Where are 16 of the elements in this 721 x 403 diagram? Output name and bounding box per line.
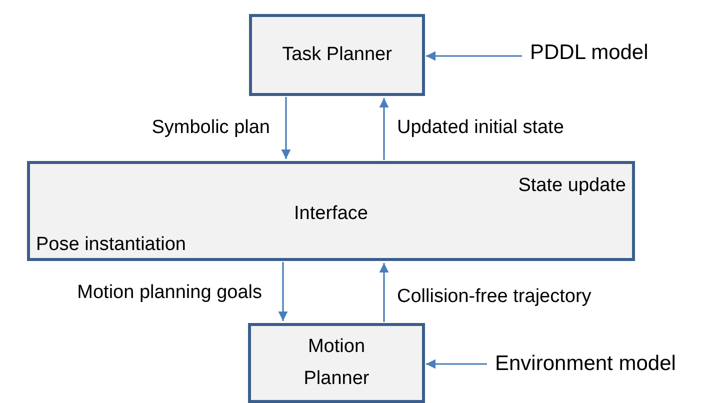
process-box: [27, 161, 635, 261]
box-title: Interface: [293, 202, 369, 226]
box-title: Motion Planner: [302, 335, 370, 391]
arrow: [278, 262, 288, 321]
box-title: Task Planner: [281, 43, 393, 67]
arrow: [281, 97, 291, 159]
arrow: [426, 359, 487, 369]
box-note: State update: [518, 174, 626, 198]
arrow: [379, 263, 389, 322]
arrow: [379, 98, 389, 160]
arrow: [426, 51, 522, 61]
input-label: PDDL model: [530, 38, 700, 68]
process-box: [249, 14, 425, 96]
box-note: Pose instantiation: [36, 233, 186, 257]
process-box: [248, 323, 425, 403]
input-label: Environment model: [495, 349, 719, 379]
